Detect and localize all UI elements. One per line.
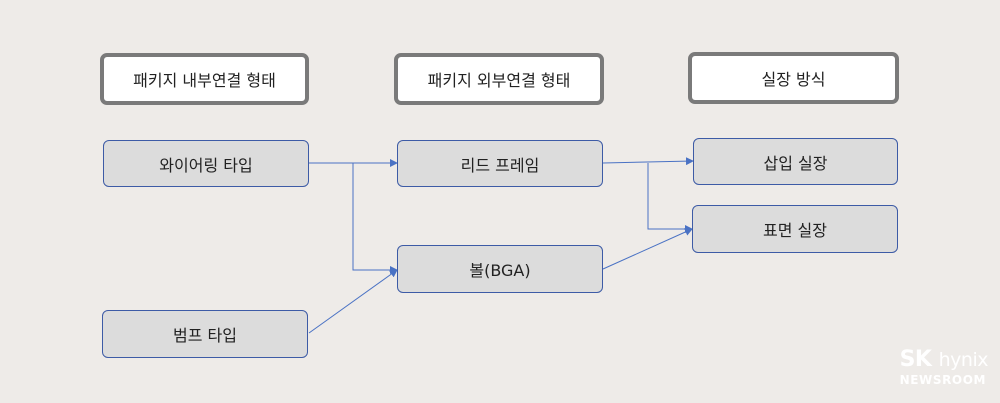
sk-hynix-newsroom-logo: SK hynix NEWSROOM (899, 347, 989, 388)
header-external-connection-label: 패키지 외부연결 형태 (427, 71, 571, 90)
header-external-connection: 패키지 외부연결 형태 (394, 53, 604, 105)
logo-newsroom: NEWSROOM (899, 373, 987, 387)
node-surface-mount-label: 표면 실장 (763, 221, 827, 240)
arrow-bump-to-ball (308, 269, 398, 334)
node-ball-bga-label: 볼(BGA) (469, 261, 531, 280)
logo-sk: SK (899, 347, 932, 372)
logo-brand: SK hynix (899, 347, 989, 372)
arrow-leadframe-to-surface (647, 163, 693, 233)
header-internal-connection: 패키지 내부연결 형태 (100, 53, 309, 105)
header-mounting-method-label: 실장 방식 (761, 70, 826, 89)
logo-hynix: hynix (938, 349, 989, 371)
node-insertion-mount-label: 삽입 실장 (763, 153, 828, 173)
node-wire-bonding-label: 와이어링 타입 (159, 155, 253, 175)
node-insertion-mount: 삽입 실장 (693, 138, 898, 185)
node-lead-frame: 리드 프레임 (397, 140, 603, 187)
node-ball-bga: 볼(BGA) (397, 245, 603, 293)
header-internal-connection-label: 패키지 내부연결 형태 (133, 71, 276, 90)
arrow-ball-to-surface (602, 228, 693, 270)
arrow-wire-to-ball (352, 163, 398, 274)
arrow-leadframe-to-insertion (602, 157, 694, 166)
header-mounting-method: 실장 방식 (688, 52, 899, 104)
node-wire-bonding: 와이어링 타입 (103, 140, 309, 187)
node-bump: 범프 타입 (102, 310, 308, 358)
node-surface-mount: 표면 실장 (692, 205, 898, 253)
node-bump-label: 범프 타입 (173, 326, 237, 345)
node-lead-frame-label: 리드 프레임 (460, 155, 540, 175)
